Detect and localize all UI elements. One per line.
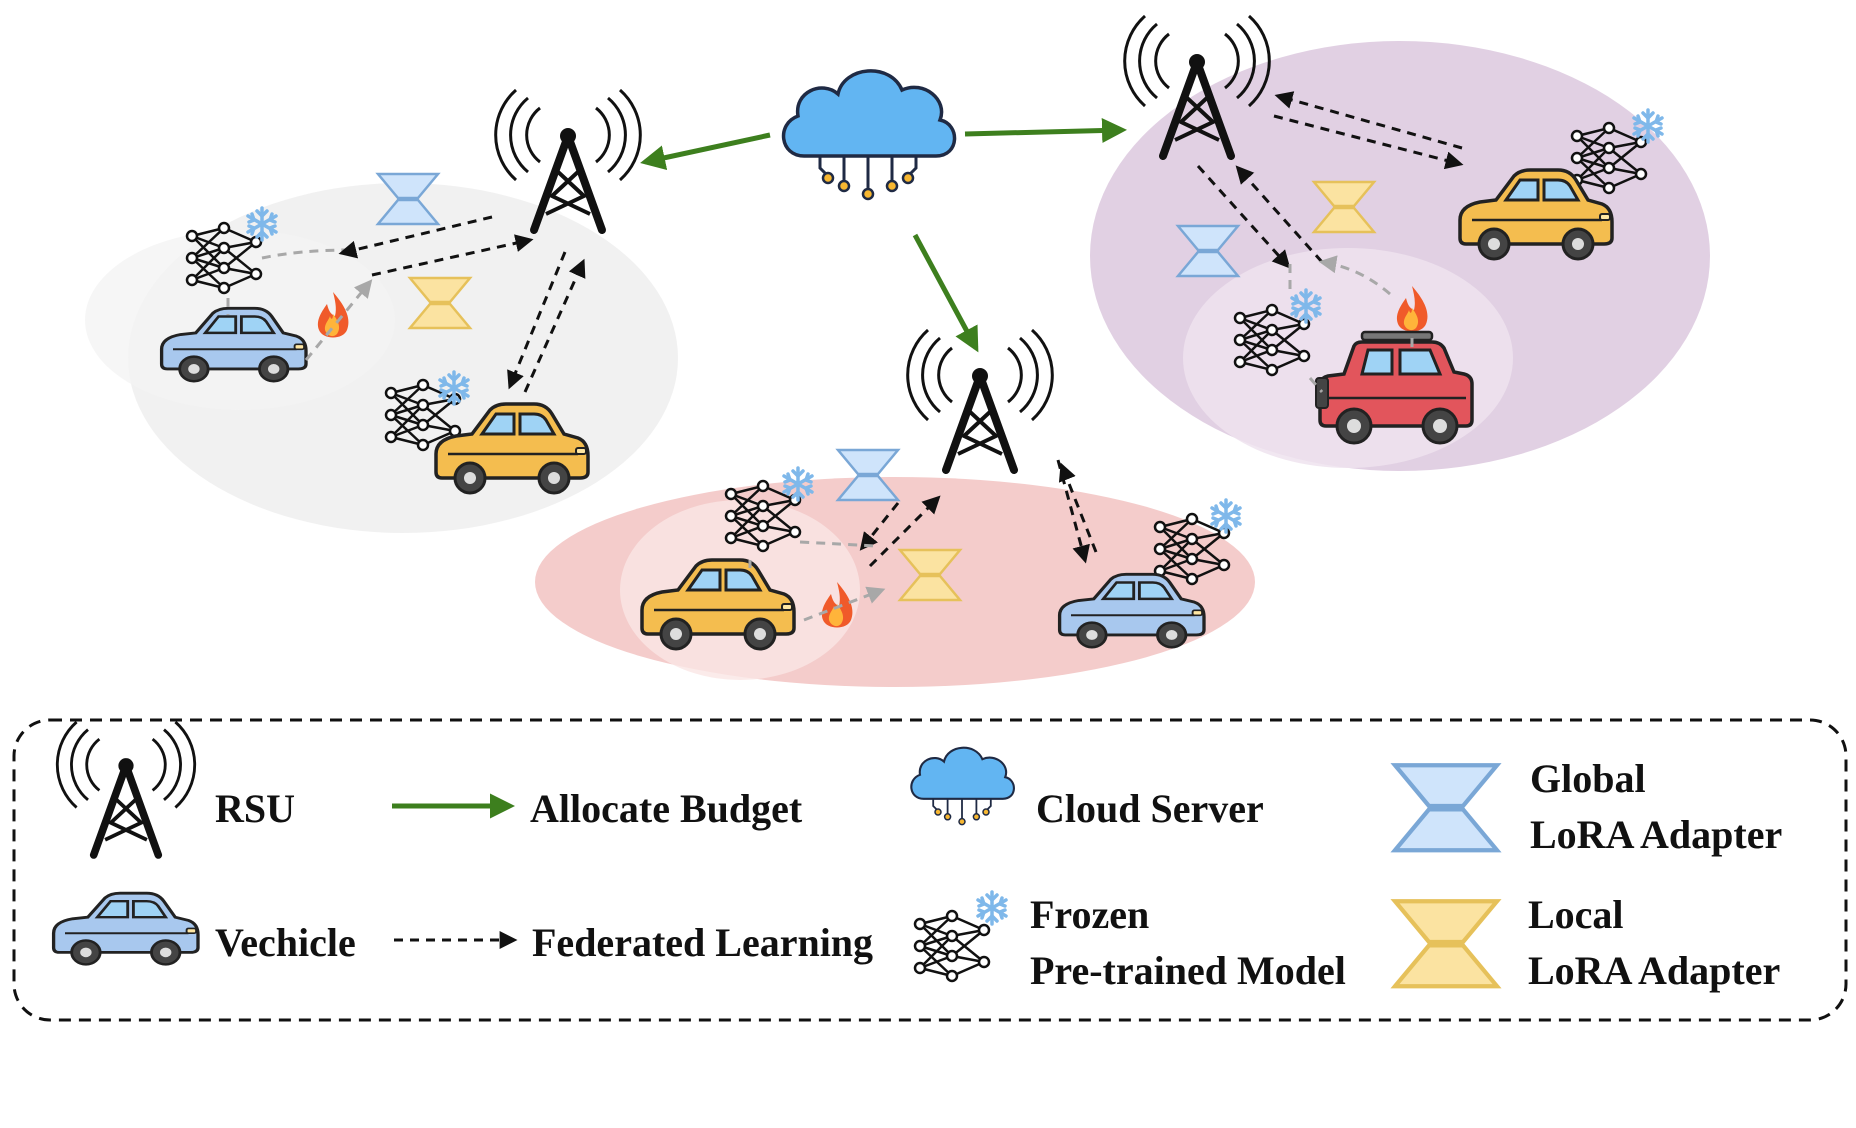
- local-link: [1318, 255, 1391, 296]
- allocate-arrow-bottom: [912, 233, 979, 353]
- fl-arrow: [338, 215, 493, 259]
- fl-arrow: [1196, 164, 1291, 269]
- neural-network-icon: [913, 909, 991, 983]
- snowflake-icon: [1210, 498, 1242, 534]
- car-icon: [51, 891, 200, 967]
- tower-icon: [908, 330, 1053, 470]
- fl-arrow: [1273, 114, 1464, 170]
- local-adapter-icon: [1395, 901, 1497, 986]
- legend-frozen-line2: Pre-trained Model: [1030, 948, 1346, 993]
- fl-arrow: [868, 495, 941, 568]
- legend-allocate-label: Allocate Budget: [530, 786, 803, 831]
- legend-global-line1: Global: [1530, 756, 1646, 801]
- legend-fl-label: Federated Learning: [532, 920, 873, 965]
- local-link: [304, 279, 373, 361]
- fl-arrow: [1235, 165, 1324, 263]
- tower-icon: [57, 722, 194, 855]
- legend-local-line1: Local: [1528, 892, 1624, 937]
- local-link: [799, 540, 877, 548]
- cloud-icon: [781, 69, 957, 201]
- snowflake-icon: [976, 890, 1008, 926]
- cloud-icon: [910, 746, 1015, 826]
- legend-local-line2: LoRA Adapter: [1528, 948, 1780, 993]
- allocate-arrow-right: [964, 118, 1127, 144]
- legend-cloud-label: Cloud Server: [1036, 786, 1264, 831]
- fl-arrow: [523, 258, 586, 393]
- global-adapter-icon: [836, 448, 900, 502]
- fl-arrow: [859, 502, 900, 551]
- legend-frozen-line1: Frozen: [1030, 892, 1149, 937]
- legend-vehicle-label: Vechicle: [215, 920, 356, 965]
- legend-rsu-label: RSU: [215, 786, 295, 831]
- local-link: [1308, 377, 1324, 393]
- legend-global-line2: LoRA Adapter: [1530, 812, 1782, 857]
- fl-arrow: [371, 234, 534, 277]
- allocate-arrow-left: [640, 132, 771, 170]
- legend-box: [12, 718, 1848, 1022]
- legend: RSU Allocate Budget Cloud Server Global …: [12, 718, 1848, 1022]
- global-adapter-icon: [1395, 765, 1497, 850]
- fl-arrow: [507, 251, 567, 390]
- local-link: [261, 248, 351, 260]
- local-link: [803, 586, 886, 622]
